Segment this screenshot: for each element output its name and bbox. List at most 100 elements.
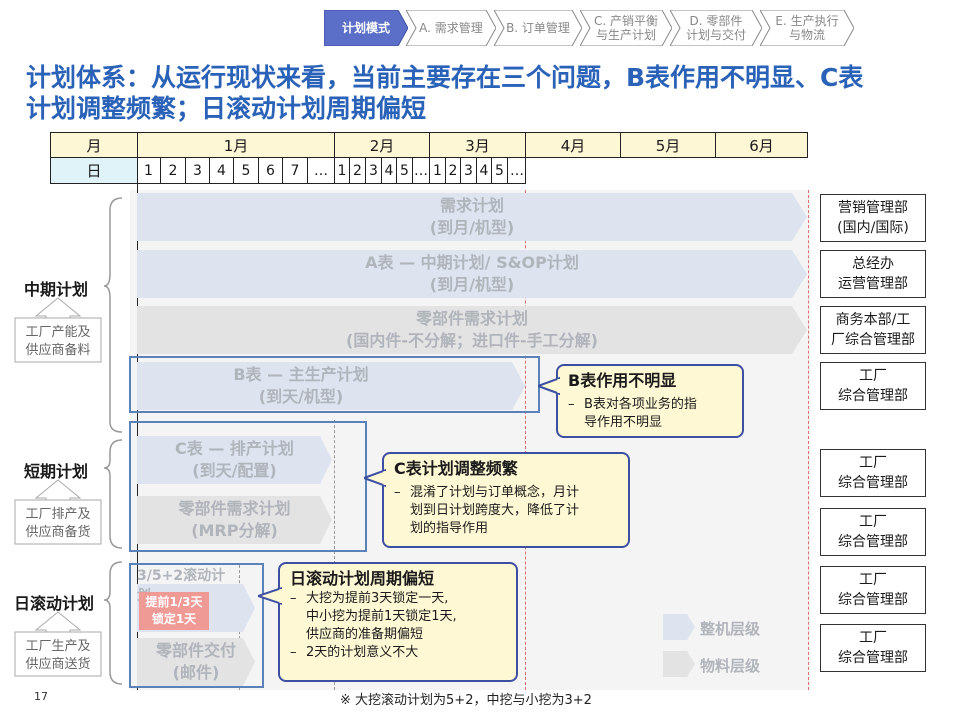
callout-text: 供应商的准备期偏短 — [306, 627, 424, 642]
dept-line: 综合管理部 — [838, 534, 908, 550]
callout-text: 2天的计划意义不大 — [306, 645, 419, 660]
day-cell: 3 — [461, 158, 477, 183]
month-cell: 3月 — [429, 132, 526, 158]
day-cell: … — [308, 158, 335, 183]
lock-label: 提前1/3天 — [145, 595, 203, 609]
dept-line: 总经办 — [852, 256, 894, 272]
bar-parts-demand: 零部件需求计划 (国内件-不分解；进口件-手工分解) — [137, 306, 807, 354]
bar-label: B表 — 主生产计划 — [233, 365, 369, 384]
callout-heading: C表计划调整频繁 — [394, 459, 518, 478]
nav-step-label: B. 订单管理 — [506, 21, 570, 35]
legend-material-swatch — [663, 651, 695, 677]
dept-box: 工厂综合管理部 — [820, 624, 926, 672]
day-cell: 5 — [492, 158, 508, 183]
bar-a-table: A表 — 中期计划/ S&OP计划 (到月/机型) — [137, 250, 807, 298]
day-cell: … — [510, 162, 524, 179]
page-title: 计划体系：从运行现状来看，当前主要存在三个问题，B表作用不明显、C表 计划调整频… — [26, 62, 936, 124]
level-mid-term: 中期计划 — [24, 280, 89, 299]
dept-line: 运营管理部 — [838, 276, 908, 292]
dept-box: 营销管理部(国内/国际) — [820, 194, 926, 242]
nav-step-parts[interactable]: D. 零部件计划与交付 — [670, 10, 762, 46]
legend-machine-label: 整机层级 — [700, 620, 761, 638]
dept-line: 综合管理部 — [838, 592, 908, 608]
up-arrow-icon — [14, 611, 102, 677]
day-cell: 2 — [446, 158, 461, 183]
month-cell: 2月 — [334, 132, 430, 158]
callout-item: –2天的计划意义不大 — [290, 645, 419, 660]
nav-step-label: 计划模式 — [341, 21, 390, 35]
dept-box: 工厂综合管理部 — [820, 508, 926, 556]
nav-step-balance[interactable]: C. 产销平衡与生产计划 — [580, 10, 672, 46]
dept-box: 工厂综合管理部 — [820, 362, 926, 410]
nav-step-execution[interactable]: E. 生产执行与物流 — [760, 10, 854, 46]
title-line: 计划调整频繁；日滚动计划周期偏短 — [26, 94, 427, 123]
level-sub-line: 工厂生产及 — [25, 639, 91, 654]
bar-label: (MRP分解) — [191, 521, 278, 540]
level-sub-line: 工厂排产及 — [25, 507, 91, 522]
level-mid-sub: 工厂产能及 供应商备料 — [15, 324, 101, 360]
bar-label: A表 — 中期计划/ S&OP计划 — [365, 253, 579, 272]
bar-label: (到月/机型) — [429, 218, 515, 237]
nav-step-label: E. 生产执行 — [775, 14, 839, 28]
callout-text: 混淆了计划与订单概念，月计 — [410, 485, 580, 500]
bar-b-table: B表 — 主生产计划 (到天/机型) — [137, 362, 525, 410]
callout-pointer-icon — [364, 468, 386, 488]
guide-line — [808, 190, 809, 690]
lock-label: 锁定1天 — [151, 612, 197, 626]
callout-heading: 日滚动计划周期偏短 — [290, 569, 435, 588]
dept-line: 综合管理部 — [838, 388, 908, 404]
dept-line: 综合管理部 — [838, 650, 908, 666]
nav-step-plan-mode[interactable]: 计划模式 — [324, 10, 408, 46]
callout-text: 中小挖为提前1天锁定1天, — [306, 609, 457, 624]
legend-machine-swatch — [663, 614, 695, 640]
nav-step-order[interactable]: B. 订单管理 — [494, 10, 582, 46]
dept-line: 厂综合管理部 — [831, 332, 915, 348]
callout-text: 导作用不明显 — [584, 415, 663, 430]
day-cell: 5 — [397, 158, 413, 183]
day-cell: 4 — [210, 158, 234, 183]
day-cell: 2 — [161, 158, 186, 183]
bar-demand-plan: 需求计划 (到月/机型) — [137, 193, 807, 241]
callout-item: –B表对各项业务的指导作用不明显 — [568, 397, 697, 430]
bar-label: (邮件) — [172, 663, 220, 682]
guide-line — [334, 420, 335, 690]
nav-step-label: 计划与交付 — [685, 28, 746, 42]
month-cell: 6月 — [715, 132, 808, 158]
nav-step-label: 与生产计划 — [595, 28, 656, 42]
bar-label: (国内件-不分解；进口件-手工分解) — [346, 331, 598, 350]
dept-box: 工厂综合管理部 — [820, 566, 926, 614]
callout-text: B表对各项业务的指 — [584, 397, 697, 412]
bar-label: (到月/机型) — [429, 275, 515, 294]
day-cell: 3 — [366, 158, 382, 183]
nav-step-label: D. 零部件 — [689, 14, 743, 28]
c-table-highlight-frame — [129, 421, 367, 552]
dept-box: 工厂综合管理部 — [820, 449, 926, 497]
day-cell: 6 — [259, 158, 283, 183]
day-header-label: 日 — [50, 157, 138, 184]
day-cell: 3 — [186, 158, 210, 183]
dept-line: (国内/国际) — [837, 220, 909, 236]
level-short-sub: 工厂排产及 供应商备货 — [15, 506, 101, 542]
dept-line: 综合管理部 — [838, 475, 908, 491]
legend-material-label: 物料层级 — [700, 657, 761, 675]
month-cell: 1月 — [137, 132, 335, 158]
rolling-highlight-frame — [129, 563, 264, 688]
bar-parts-delivery: 零部件交付 (邮件) — [137, 638, 255, 686]
day-cell: 1 — [430, 158, 446, 183]
callout-c-table: C表计划调整频繁 –混淆了计划与订单概念，月计划到日计划跨度大，降低了计划的指导… — [364, 452, 630, 548]
dept-line: 工厂 — [859, 630, 887, 646]
callout-text: 划的指导作用 — [410, 521, 489, 536]
callout-item: –混淆了计划与订单概念，月计划到日计划跨度大，降低了计划的指导作用 — [394, 485, 580, 536]
nav-step-demand[interactable]: A. 需求管理 — [406, 10, 496, 46]
level-sub-line: 供应商备货 — [25, 525, 91, 540]
month-header-label: 月 — [50, 132, 138, 158]
level-short-term: 短期计划 — [24, 462, 89, 481]
page-number: 17 — [34, 690, 48, 703]
day-cell: 1 — [335, 158, 350, 183]
level-sub-line: 工厂产能及 — [25, 325, 91, 340]
bar-label: 零部件需求计划 — [415, 309, 528, 328]
dept-box: 总经办运营管理部 — [820, 250, 926, 298]
callout-item: –大挖为提前3天锁定一天,中小挖为提前1天锁定1天,供应商的准备期偏短 — [290, 591, 457, 642]
dept-line: 工厂 — [859, 572, 887, 588]
dept-line: 工厂 — [859, 514, 887, 530]
